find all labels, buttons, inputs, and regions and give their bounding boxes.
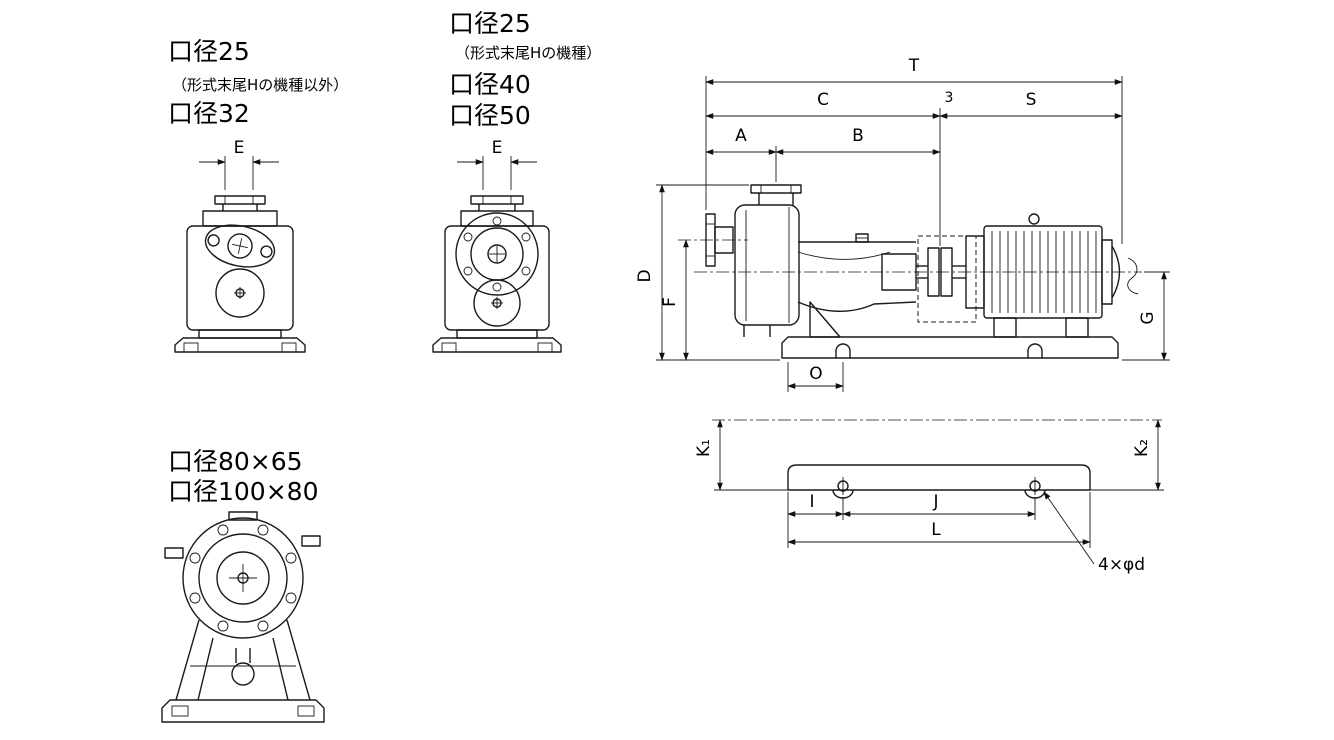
bore-size-label: 口径32 [168, 99, 250, 128]
dim-label-E-b: E [492, 138, 503, 158]
bore-size-label: 口径25 [168, 37, 250, 66]
suction-flange-circle [455, 212, 539, 296]
dim-label-F: F [660, 297, 680, 307]
dim-label-G: G [1138, 311, 1158, 324]
dim-label-K2: K₂ [1132, 439, 1152, 457]
bore-size-label: 口径25 [449, 9, 531, 38]
bore-size-label: 口径80×65 [168, 447, 303, 476]
bore-label-group-2: 口径25 （形式末尾Hの機種） 口径40 口径50 [449, 9, 601, 130]
coupling-guard-outline [917, 235, 977, 323]
dim-label-A: A [735, 126, 747, 146]
dim-label-I: I [809, 492, 814, 512]
dim-label-L: L [931, 520, 941, 540]
dim-label-gap-3: 3 [945, 90, 954, 106]
dim-label-K1: K₁ [694, 439, 714, 457]
bore-size-label: 口径100×80 [168, 477, 318, 506]
lifting-eye-icon [1028, 213, 1040, 225]
pump-front-view-small-a: E [174, 138, 306, 353]
bore-size-label: 口径40 [449, 70, 531, 99]
dim-label-S: S [1026, 90, 1037, 110]
pump-side-view: T C S 3 A B D F G O [635, 56, 1170, 392]
dim-label-T: T [908, 56, 920, 76]
dim-label-B: B [852, 126, 864, 146]
pump-front-view-large [161, 511, 325, 723]
bore-size-note: （形式末尾Hの機種） [455, 44, 601, 62]
bore-size-note: （形式末尾Hの機種以外） [172, 76, 348, 94]
bore-label-group-1: 口径25 （形式末尾Hの機種以外） 口径32 [168, 37, 348, 128]
dim-label-O: O [809, 364, 822, 384]
bore-size-label: 口径50 [449, 101, 531, 130]
dim-label-bolt-holes: 4×φd [1098, 555, 1145, 575]
motor-fins [991, 231, 1097, 313]
dim-label-J: J [932, 492, 938, 512]
dim-label-C: C [817, 90, 829, 110]
pump-front-view-small-b: E [432, 138, 562, 353]
dim-label-D: D [635, 269, 655, 282]
dim-label-E-a: E [234, 138, 245, 158]
bore-label-group-3: 口径80×65 口径100×80 [168, 447, 318, 506]
base-plan-view: K₁ K₂ I J L 4×φd [694, 419, 1164, 575]
motor-cable-mark [1127, 257, 1139, 295]
suction-boss [204, 224, 276, 268]
